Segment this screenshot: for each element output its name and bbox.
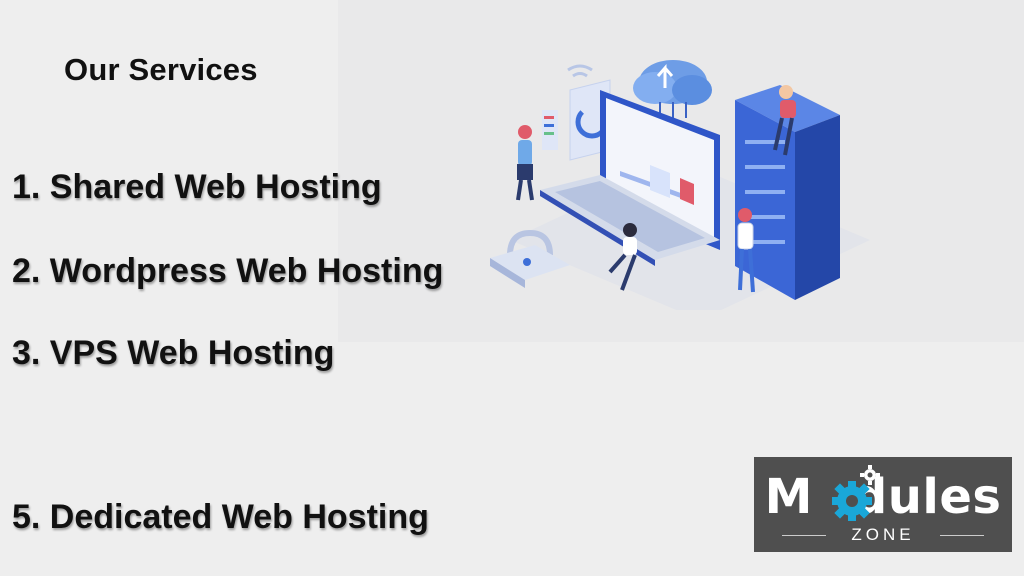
logo-divider-right xyxy=(940,535,984,536)
logo-subtitle: ZONE xyxy=(851,525,915,544)
floating-chart-panel xyxy=(542,79,611,161)
web-hosting-illustration xyxy=(490,60,870,310)
service-item-vps: 3. VPS Web Hosting xyxy=(12,334,335,372)
logo-word-end: dules xyxy=(852,469,1002,525)
service-item-shared: 1. Shared Web Hosting xyxy=(12,168,382,206)
page-title: Our Services xyxy=(64,52,258,87)
person-standing-icon xyxy=(516,125,534,201)
service-item-dedicated: 5. Dedicated Web Hosting xyxy=(12,498,429,536)
service-item-wordpress: 2. Wordpress Web Hosting xyxy=(12,252,444,290)
person-sitting-laptop-icon xyxy=(608,223,637,291)
logo-word-start: M xyxy=(764,469,813,525)
gear-icon xyxy=(832,465,880,521)
logo-divider-left xyxy=(782,535,826,536)
person-server-top-icon xyxy=(773,85,796,156)
padlock-icon xyxy=(490,229,570,288)
person-server-front-icon xyxy=(737,208,755,293)
wifi-icon xyxy=(567,64,593,78)
cloud-upload-icon xyxy=(633,60,712,128)
